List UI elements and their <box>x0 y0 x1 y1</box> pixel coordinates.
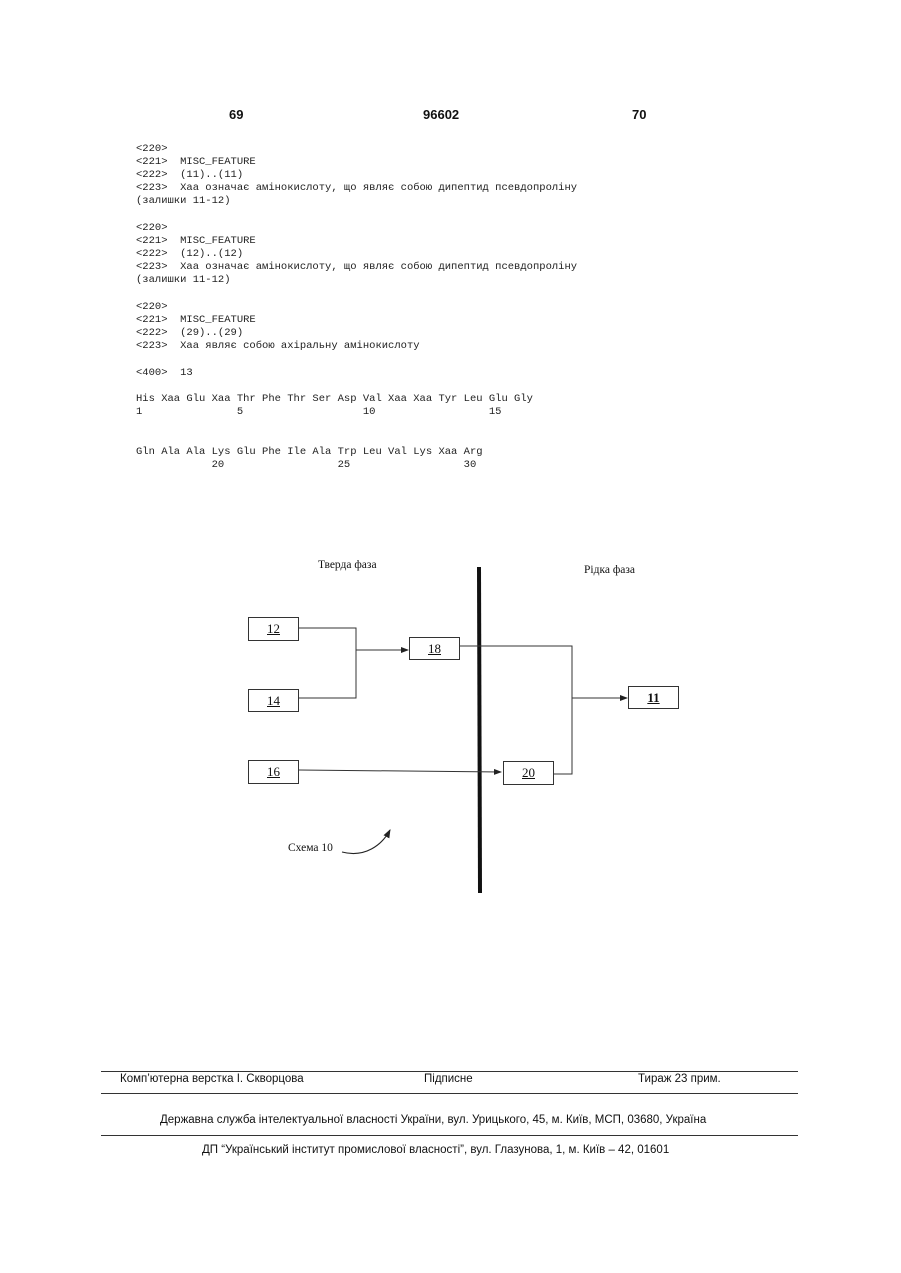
layout-credit: Комп’ютерна верстка І. Скворцова <box>120 1073 304 1085</box>
agency-address: Державна служба інтелектуальної власност… <box>160 1114 706 1126</box>
arrow-to-20 <box>299 770 501 772</box>
connector-12 <box>299 628 356 698</box>
compound-box-18: 18 <box>409 637 460 660</box>
caption-arrow <box>342 830 390 853</box>
footer-rule-middle <box>101 1093 798 1094</box>
scheme-caption: Схема 10 <box>288 842 333 854</box>
phase-separator-line <box>479 567 480 893</box>
footer-rule-top <box>101 1071 798 1072</box>
compound-box-14: 14 <box>248 689 299 712</box>
compound-box-11: 11 <box>628 686 679 709</box>
compound-box-16: 16 <box>248 760 299 784</box>
signed-note: Підписне <box>424 1073 473 1085</box>
compound-box-20: 20 <box>503 761 554 785</box>
compound-box-12: 12 <box>248 617 299 641</box>
circulation-note: Тираж 23 прим. <box>638 1073 721 1085</box>
liquid-phase-label: Рідка фаза <box>584 564 635 576</box>
connector-18 <box>460 646 572 774</box>
institute-address: ДП “Український інститут промислової вла… <box>202 1144 669 1156</box>
solid-phase-label: Тверда фаза <box>318 559 377 571</box>
footer-rule-bottom <box>101 1135 798 1136</box>
